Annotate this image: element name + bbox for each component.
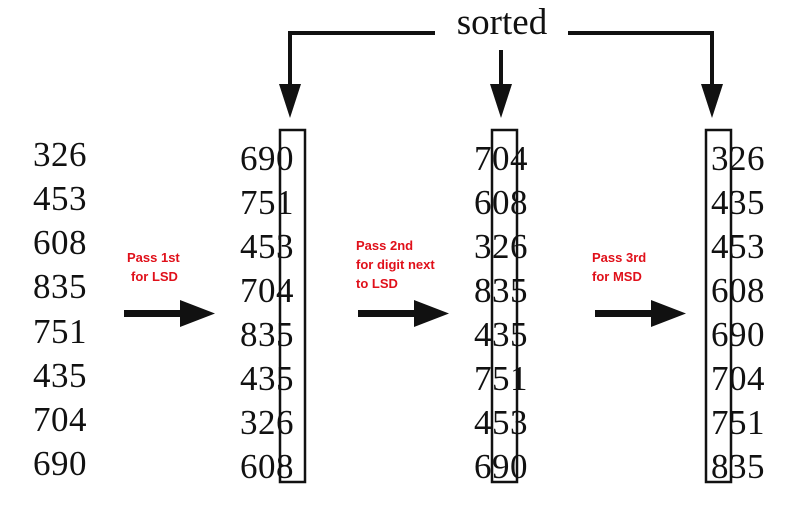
number-item: 690 (33, 444, 87, 483)
number-item: 704 (711, 359, 765, 398)
number-item: 453 (711, 227, 765, 266)
pass-arrow-3 (595, 300, 686, 327)
number-item: 690 (474, 447, 528, 486)
pass-arrowhead (180, 300, 215, 327)
pass-label-line: Pass 2nd (356, 238, 413, 253)
digit-box-hundreds (704, 128, 733, 484)
number-item: 835 (240, 315, 294, 354)
number-item: 326 (240, 403, 294, 442)
number-item: 453 (474, 403, 528, 442)
digit-box-tens (490, 128, 519, 484)
number-item: 608 (474, 183, 528, 222)
digit-box-ones (278, 128, 307, 484)
number-item: 453 (33, 179, 87, 218)
pass-arrow-1 (124, 300, 215, 327)
column-after-pass-2: 704 608 326 835 435 751 453 690 (474, 128, 528, 486)
number-item: 690 (711, 315, 765, 354)
number-item: 326 (474, 227, 528, 266)
arrowhead-down-middle (490, 84, 512, 118)
number-item: 690 (240, 139, 294, 178)
number-item: 704 (240, 271, 294, 310)
number-item: 608 (711, 271, 765, 310)
number-item: 453 (240, 227, 294, 266)
number-item: 704 (33, 400, 87, 439)
number-item: 751 (711, 403, 765, 442)
pass-arrowhead (414, 300, 449, 327)
pass-arrow-shaft (595, 310, 657, 317)
pass-label-line: Pass 3rd (592, 250, 646, 265)
sorted-bracket (288, 31, 714, 88)
bracket-right-line (568, 31, 714, 88)
number-item: 835 (711, 447, 765, 486)
number-item: 435 (474, 315, 528, 354)
pass-arrow-shaft (358, 310, 420, 317)
pass-label-line: Pass 1st (127, 250, 180, 265)
sorted-arrowheads (279, 84, 723, 118)
pass-label-line: for digit next (356, 257, 435, 272)
pass-label-line: for LSD (131, 269, 178, 284)
number-item: 435 (33, 356, 87, 395)
bracket-left-line (288, 31, 435, 88)
number-item: 435 (711, 183, 765, 222)
number-item: 435 (240, 359, 294, 398)
number-item: 751 (240, 183, 294, 222)
number-item: 751 (33, 312, 87, 351)
pass-label-3: Pass 3rd for MSD (592, 250, 646, 284)
arrowhead-down-right (701, 84, 723, 118)
number-item: 835 (33, 267, 87, 306)
number-item: 326 (711, 139, 765, 178)
pass-label-line: to LSD (356, 276, 398, 291)
pass-label-line: for MSD (592, 269, 642, 284)
column-original: 326 453 608 835 751 435 704 690 (33, 135, 87, 483)
column-after-pass-1: 690 751 453 704 835 435 326 608 (240, 128, 307, 486)
number-item: 326 (33, 135, 87, 174)
number-item: 751 (474, 359, 528, 398)
pass-label-2: Pass 2nd for digit next to LSD (356, 238, 435, 291)
number-item: 608 (33, 223, 87, 262)
pass-arrow-shaft (124, 310, 186, 317)
sorted-label: sorted (457, 2, 548, 43)
pass-label-1: Pass 1st for LSD (127, 250, 180, 284)
number-item: 704 (474, 139, 528, 178)
number-item: 608 (240, 447, 294, 486)
pass-arrow-2 (358, 300, 449, 327)
column-after-pass-3: 326 435 453 608 690 704 751 835 (704, 128, 765, 486)
number-item: 835 (474, 271, 528, 310)
arrowhead-down-left (279, 84, 301, 118)
pass-arrowhead (651, 300, 686, 327)
